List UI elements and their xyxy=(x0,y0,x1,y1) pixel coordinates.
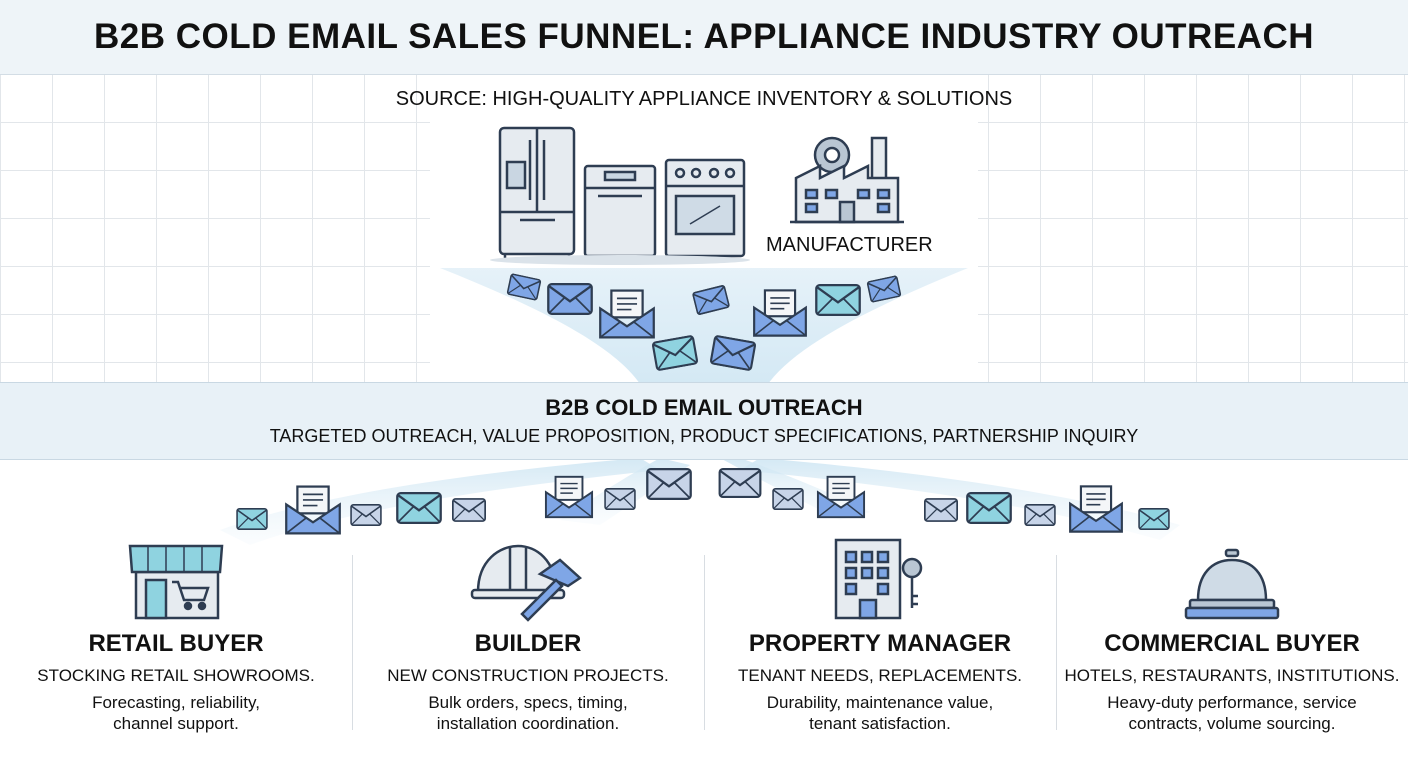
outreach-subtitle: TARGETED OUTREACH, VALUE PROPOSITION, PR… xyxy=(269,426,1139,446)
segment-subtitle: STOCKING RETAIL SHOWROOMS. xyxy=(37,666,315,685)
segment-desc-line1: Durability, maintenance value, xyxy=(766,693,994,712)
source-label: SOURCE: HIGH-QUALITY APPLIANCE INVENTORY… xyxy=(395,88,1013,110)
dishwasher-icon xyxy=(583,164,657,258)
segment-title: RETAIL BUYER xyxy=(88,630,264,657)
segment-divider xyxy=(1056,555,1057,730)
page-title: B2B COLD EMAIL SALES FUNNEL: APPLIANCE I… xyxy=(94,17,1314,56)
segment-subtitle: HOTELS, RESTAURANTS, INSTITUTIONS. xyxy=(1064,666,1400,685)
segment-divider xyxy=(352,555,353,730)
segment-desc-line2: tenant satisfaction. xyxy=(809,714,951,733)
segment-property-manager: PROPERTY MANAGER TENANT NEEDS, REPLACEME… xyxy=(705,630,1055,734)
segment-subtitle: NEW CONSTRUCTION PROJECTS. xyxy=(387,666,669,685)
range-oven-icon xyxy=(664,158,746,258)
segment-divider xyxy=(704,555,705,730)
manufacturer-label: MANUFACTURER xyxy=(766,234,933,256)
segment-builder: BUILDER NEW CONSTRUCTION PROJECTS. Bulk … xyxy=(353,630,703,734)
factory-icon xyxy=(790,136,904,224)
service-bell-icon xyxy=(1184,548,1280,620)
segment-desc-line1: Bulk orders, specs, timing, xyxy=(428,693,628,712)
segment-desc-line1: Heavy-duty performance, service xyxy=(1107,693,1357,712)
segment-desc-line1: Forecasting, reliability, xyxy=(92,693,260,712)
segment-desc-line2: contracts, volume sourcing. xyxy=(1128,714,1336,733)
segment-desc-line2: installation coordination. xyxy=(436,714,620,733)
segment-title: PROPERTY MANAGER xyxy=(748,630,1012,657)
segment-title: BUILDER xyxy=(474,630,582,657)
outreach-band xyxy=(0,382,1408,460)
outreach-title: B2B COLD EMAIL OUTREACH xyxy=(545,395,863,420)
storefront-icon xyxy=(128,544,224,620)
refrigerator-icon xyxy=(498,126,576,260)
segment-commercial-buyer: COMMERCIAL BUYER HOTELS, RESTAURANTS, IN… xyxy=(1057,630,1407,734)
segment-title: COMMERCIAL BUYER xyxy=(1104,630,1360,657)
building-key-icon xyxy=(834,538,923,620)
stream-retail xyxy=(220,458,660,545)
hardhat-hammer-icon xyxy=(470,544,583,622)
title-bar: B2B COLD EMAIL SALES FUNNEL: APPLIANCE I… xyxy=(0,0,1408,75)
segment-desc-line2: channel support. xyxy=(113,714,239,733)
segment-retail-buyer: RETAIL BUYER STOCKING RETAIL SHOWROOMS. … xyxy=(1,630,351,734)
segment-subtitle: TENANT NEEDS, REPLACEMENTS. xyxy=(737,666,1023,685)
